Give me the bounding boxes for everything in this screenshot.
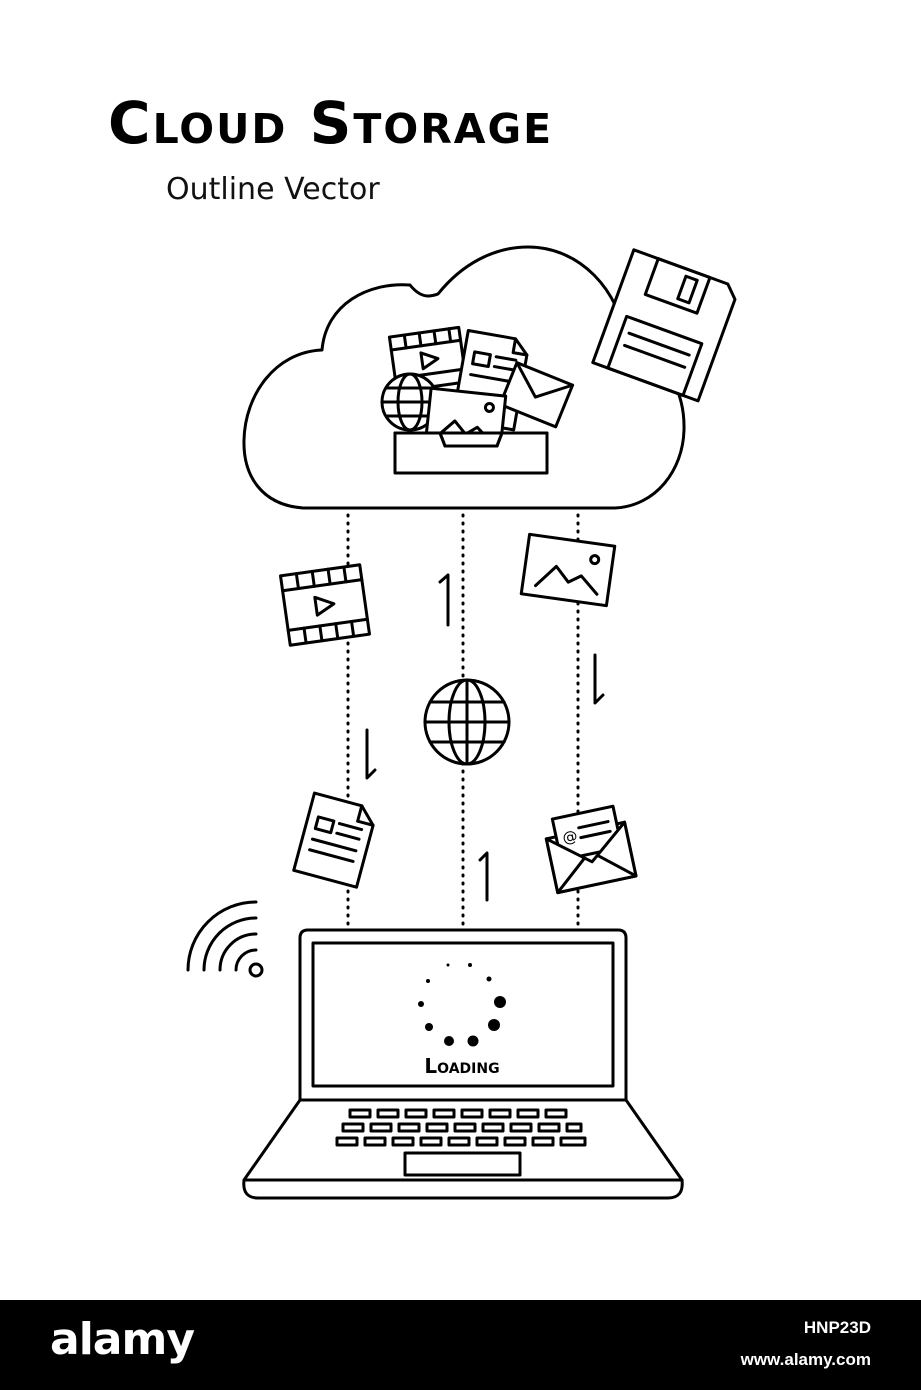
site-url: www.alamy.com: [740, 1350, 871, 1369]
svg-text:@: @: [561, 826, 579, 847]
arrow-up-icon: [478, 851, 489, 902]
tray-contents: [380, 325, 575, 475]
keyboard: [335, 1108, 587, 1147]
globe-icon: [380, 372, 440, 432]
arrow-down-icon: [593, 653, 605, 705]
photo-icon: [519, 532, 617, 608]
laptop-icon: Loading: [242, 928, 684, 1200]
page-subtitle: Outline Vector: [166, 172, 380, 207]
arrow-up-icon: [438, 573, 450, 627]
globe-icon: [423, 678, 511, 766]
wifi-icon: [186, 900, 264, 978]
brand-logo: alamy: [50, 1314, 195, 1365]
loading-label: Loading: [424, 1054, 499, 1078]
cloud-storage-illustration: @: [186, 245, 737, 1200]
document-icon: [292, 791, 375, 889]
video-file-icon: [279, 563, 371, 647]
image-id: HNP23D: [803, 1318, 871, 1337]
footer-bar: alamy HNP23D www.alamy.com: [0, 1300, 921, 1390]
inbox-tray-icon: [393, 431, 549, 475]
email-icon: @: [544, 804, 638, 895]
page-title: Cloud Storage: [108, 89, 554, 157]
floppy-disk-icon: [591, 248, 737, 403]
arrow-down-icon: [365, 728, 377, 780]
loading-spinner-icon: [418, 963, 506, 1047]
envelope-icon: [498, 361, 575, 429]
